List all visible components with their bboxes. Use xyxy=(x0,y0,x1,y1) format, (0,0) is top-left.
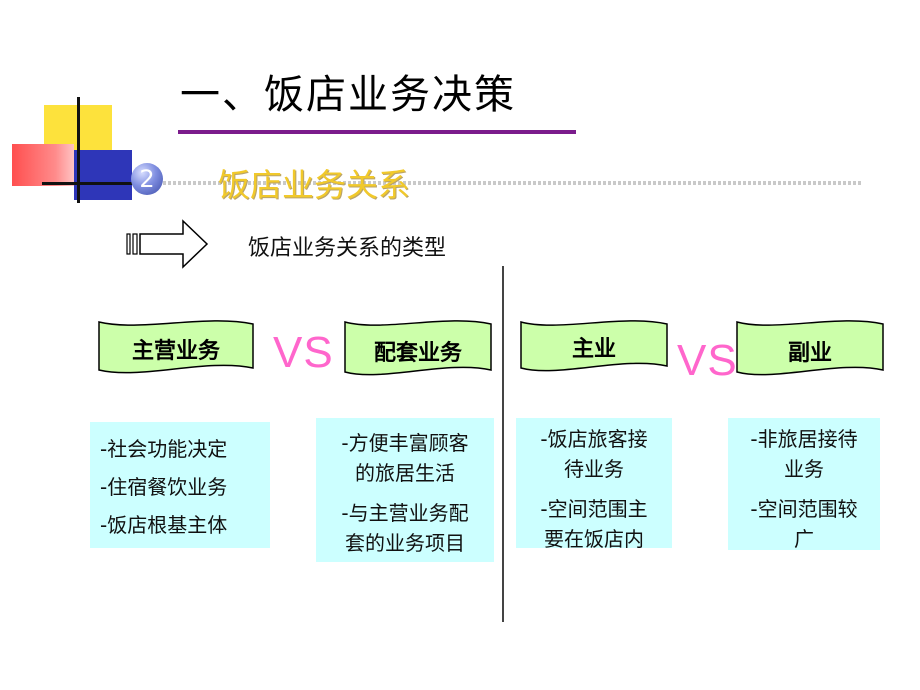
vs-label-right: VS xyxy=(677,336,738,385)
section-dotted-rule xyxy=(163,181,863,185)
box-line: -社会功能决定 xyxy=(100,437,228,461)
subtitle: 饭店业务关系的类型 xyxy=(248,236,447,261)
banner-label: 副业 xyxy=(787,341,832,366)
banner-label: 配套业务 xyxy=(373,341,462,366)
box-line: -方便丰富顾客 xyxy=(341,431,469,455)
box-line: 业务 xyxy=(784,457,824,481)
decor-horizontal-line xyxy=(42,182,137,185)
box-line: -非旅居接待 xyxy=(750,427,858,451)
decor-red-rectangle xyxy=(12,144,74,186)
page-title: 一、饭店业务决策 xyxy=(180,72,516,118)
box-line: -与主营业务配 xyxy=(341,501,469,525)
box-main-business: -社会功能决定 -住宿餐饮业务 -饭店根基主体 xyxy=(90,422,270,548)
box-line: 套的业务项目 xyxy=(345,531,465,555)
right-arrow-icon xyxy=(126,219,209,269)
banner-primary-business: 主业 xyxy=(518,318,670,376)
box-supporting-business: -方便丰富顾客 的旅居生活 -与主营业务配 套的业务项目 xyxy=(316,418,494,562)
box-primary-business: -饭店旅客接 待业务 -空间范围主 要在饭店内 xyxy=(516,418,672,551)
box-line: -空间范围主 xyxy=(540,497,648,521)
decor-blue-square xyxy=(74,150,132,200)
title-underline xyxy=(178,130,576,134)
center-divider xyxy=(502,266,504,622)
banner-label: 主业 xyxy=(571,337,616,362)
box-line: -饭店根基主体 xyxy=(100,513,228,537)
box-line: 待业务 xyxy=(564,457,624,481)
box-line: 要在饭店内 xyxy=(544,527,644,551)
banner-side-business: 副业 xyxy=(734,318,886,380)
banner-supporting-business: 配套业务 xyxy=(342,318,494,380)
decor-vertical-line xyxy=(77,97,80,203)
box-line: 广 xyxy=(794,527,814,551)
box-side-business: -非旅居接待 业务 -空间范围较 广 xyxy=(728,418,880,551)
section-title: 饭店业务关系 xyxy=(218,166,411,204)
box-line: 的旅居生活 xyxy=(355,461,455,485)
box-line: -饭店旅客接 xyxy=(540,427,648,451)
section-number-badge: 2 xyxy=(131,163,163,195)
box-line: -住宿餐饮业务 xyxy=(100,475,228,499)
box-line: -空间范围较 xyxy=(750,497,858,521)
banner-label: 主营业务 xyxy=(131,339,220,364)
banner-main-business: 主营业务 xyxy=(96,318,256,378)
vs-label-left: VS xyxy=(273,328,334,377)
